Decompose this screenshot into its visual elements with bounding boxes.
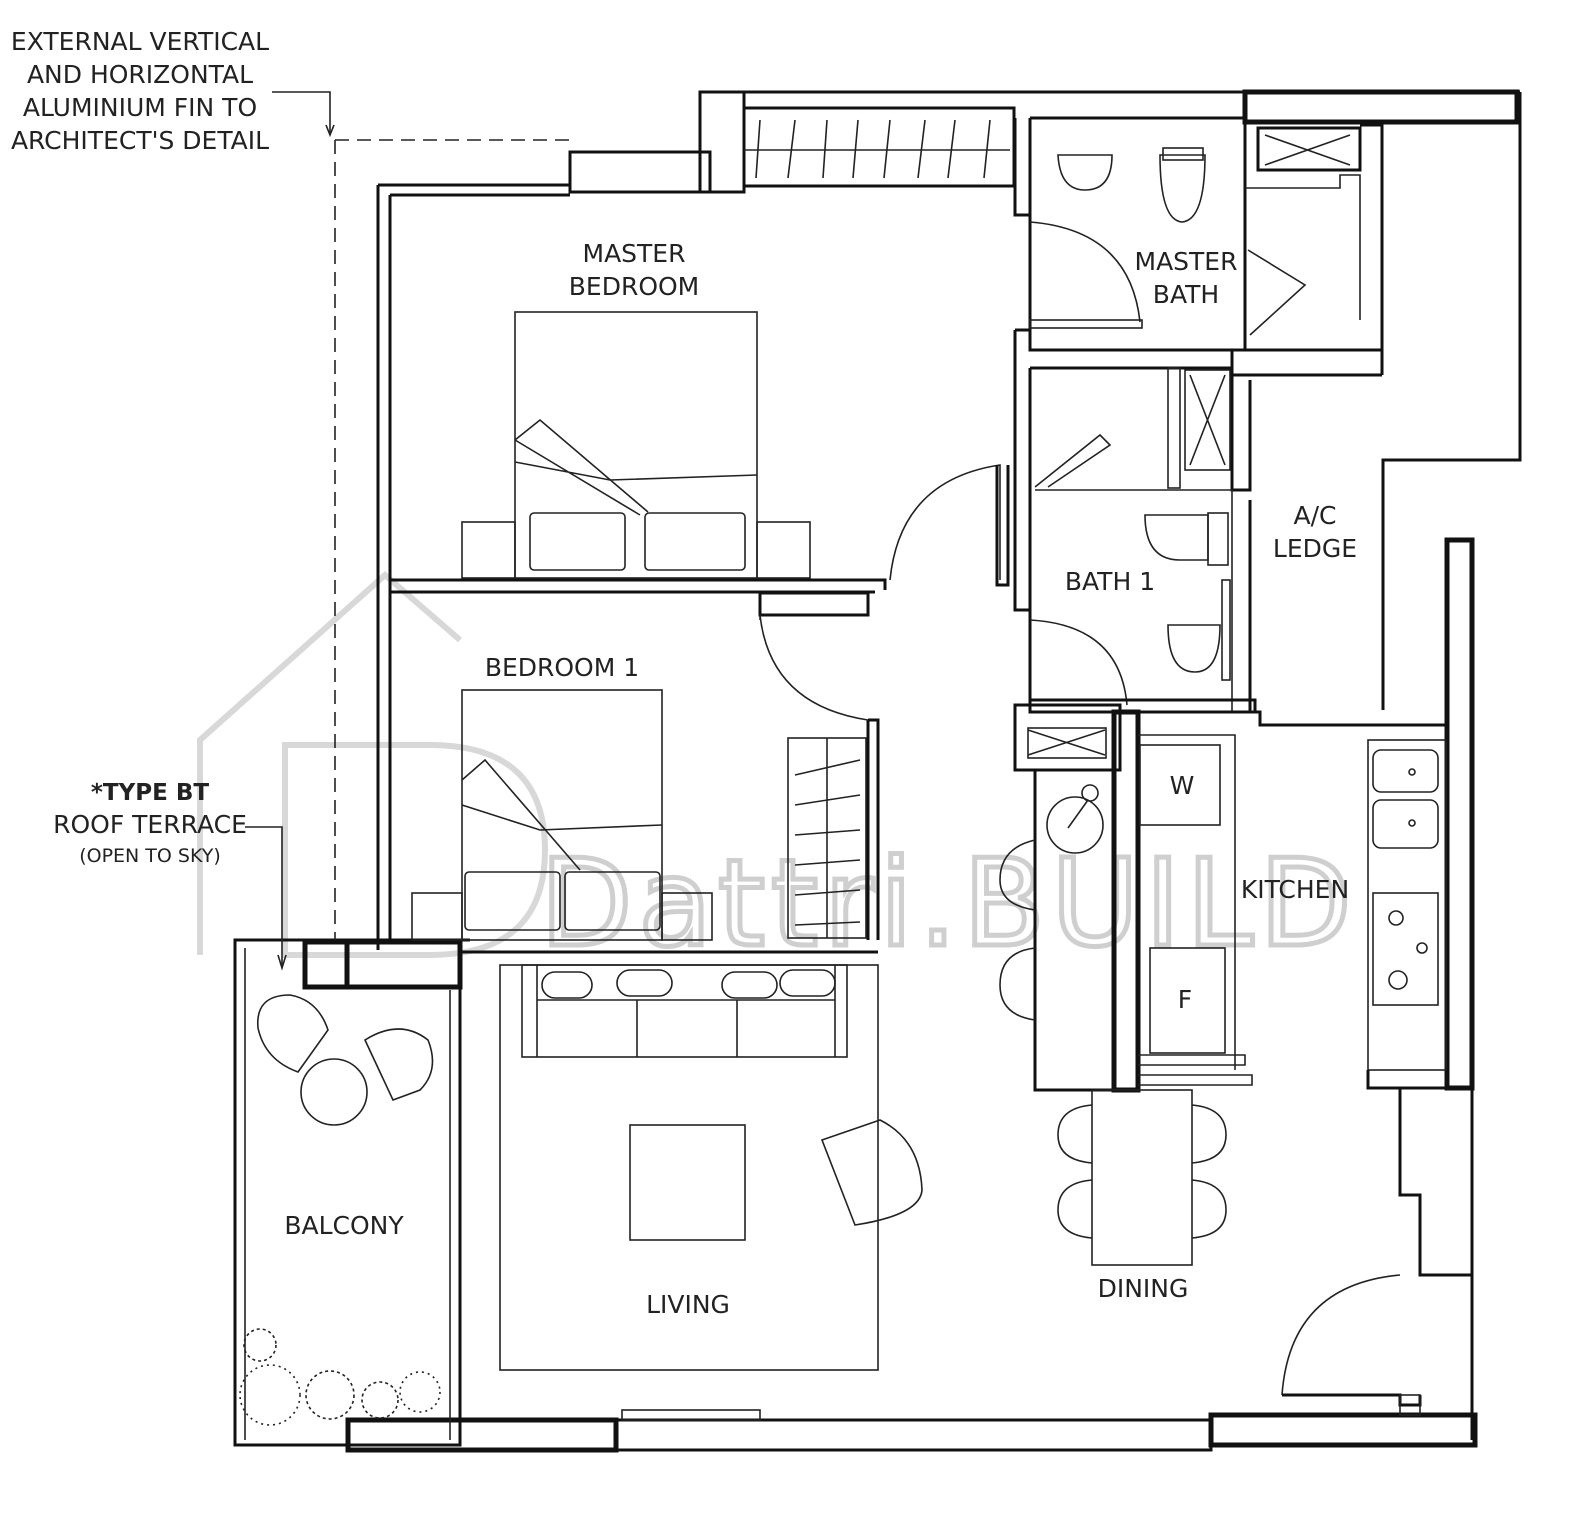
fridge-label: F [1178, 985, 1192, 1014]
fin-note-line-3: ALUMINIUM FIN TO [23, 93, 257, 122]
kitchen-label: KITCHEN [1241, 875, 1349, 904]
dining-table [1057, 1089, 1227, 1266]
roof-type-label: *TYPE BT [91, 780, 209, 806]
bedroom-1-bed [411, 689, 713, 941]
ac-ledge-label-line-2: LEDGE [1273, 534, 1357, 563]
fin-note-line-4: ARCHITECT'S DETAIL [11, 126, 269, 155]
bedroom-1-door[interactable] [759, 614, 869, 721]
master-bath [1013, 116, 1384, 377]
wardrobe-top [755, 119, 991, 179]
balcony-label: BALCONY [284, 1211, 404, 1240]
main-entrance-door[interactable] [1281, 1274, 1401, 1396]
bedroom-1-label: BEDROOM 1 [485, 653, 639, 682]
roof-terrace-leader [245, 826, 283, 965]
planter [239, 1328, 441, 1426]
master-bed [461, 311, 811, 579]
roof-terrace-label: ROOF TERRACE [53, 810, 247, 839]
dining-label: DINING [1098, 1274, 1189, 1303]
master-bedroom-label-line-1: MASTER [583, 239, 686, 268]
fin-note-line-2: AND HORIZONTAL [27, 60, 253, 89]
ac-ledge-label-line-1: A/C [1294, 501, 1337, 530]
master-bedroom-label-line-2: BEDROOM [569, 272, 700, 301]
fin-outline [334, 139, 570, 940]
living-label: LIVING [646, 1290, 730, 1319]
washer-label: W [1170, 771, 1195, 800]
master-bath-label-line-2: BATH [1153, 280, 1219, 309]
wardrobe-bedroom-1 [787, 737, 867, 939]
fin-leader [272, 91, 331, 135]
roof-terrace-note: *TYPE BT ROOF TERRACE (OPEN TO SKY) [53, 780, 247, 867]
roof-terrace-sub-label: (OPEN TO SKY) [79, 845, 221, 867]
fin-note-line-1: EXTERNAL VERTICAL [11, 27, 269, 56]
bath-1 [1013, 330, 1447, 727]
living-furniture [499, 964, 923, 1421]
balcony-furniture [239, 994, 441, 1426]
master-bath-label-line-1: MASTER [1135, 247, 1238, 276]
outer-walls [233, 89, 1522, 1453]
fin-note: EXTERNAL VERTICAL AND HORIZONTAL ALUMINI… [11, 27, 269, 155]
bath-1-label: BATH 1 [1065, 567, 1155, 596]
master-bedroom-door[interactable] [889, 464, 1001, 581]
